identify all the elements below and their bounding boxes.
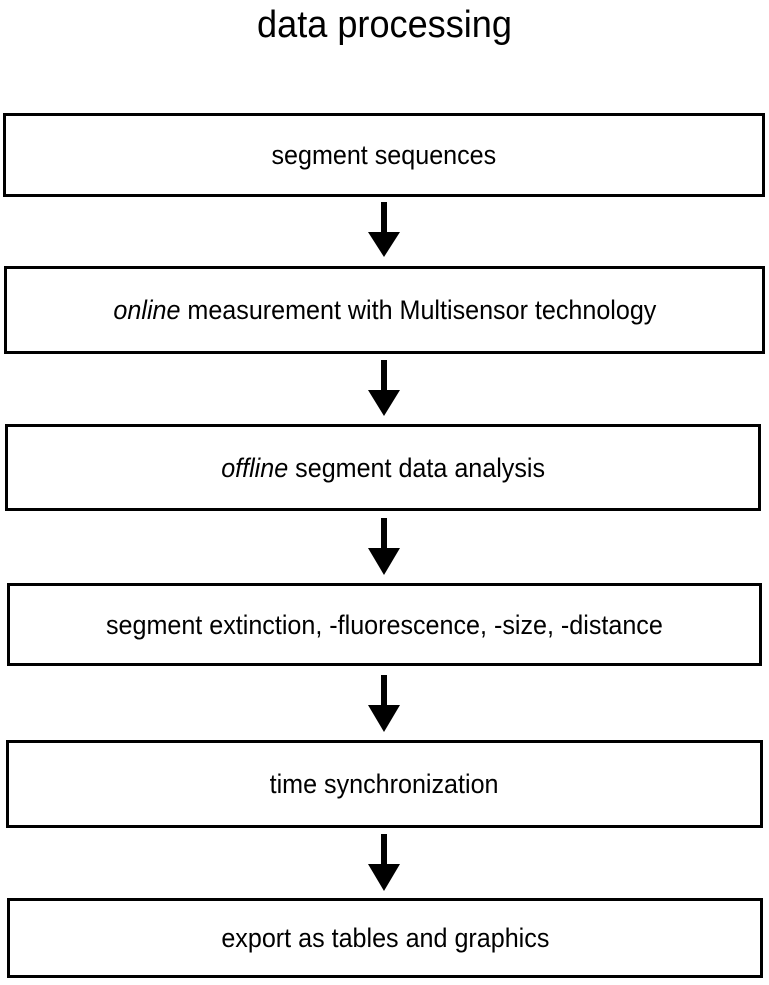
node-label: offline segment data analysis <box>215 453 550 483</box>
node-label-text: measurement with Multisensor technology <box>180 295 656 325</box>
node-label: export as tables and graphics <box>215 923 554 953</box>
flowchart-node-segment-sequences: segment sequences <box>3 113 765 197</box>
down-arrow-icon <box>367 834 401 892</box>
flowchart-node-online-measurement: online measurement with Multisensor tech… <box>4 266 765 354</box>
down-arrow-icon <box>367 675 401 733</box>
node-label-emphasis: offline <box>221 452 289 483</box>
node-label: segment extinction, -fluorescence, -size… <box>100 610 668 640</box>
node-label: segment sequences <box>266 140 502 170</box>
flowchart-node-export: export as tables and graphics <box>7 898 763 978</box>
node-label-text: segment data analysis <box>288 452 545 483</box>
node-label: time synchronization <box>264 769 504 799</box>
node-label-emphasis: online <box>113 295 181 325</box>
down-arrow-icon <box>367 518 401 576</box>
node-label: online measurement with Multisensor tech… <box>107 295 661 325</box>
down-arrow-icon <box>367 202 401 258</box>
node-label-text: export as tables and graphics <box>220 923 550 953</box>
page-title: data processing <box>257 4 512 46</box>
flowchart-node-offline-analysis: offline segment data analysis <box>5 424 761 511</box>
down-arrow-icon <box>367 360 401 417</box>
flowchart-node-time-synchronization: time synchronization <box>6 740 763 828</box>
flowchart-node-segment-metrics: segment extinction, -fluorescence, -size… <box>7 583 762 666</box>
node-label-text: time synchronization <box>270 769 499 799</box>
node-label-text: segment extinction, -fluorescence, -size… <box>106 609 663 640</box>
node-label-text: segment sequences <box>271 140 497 170</box>
